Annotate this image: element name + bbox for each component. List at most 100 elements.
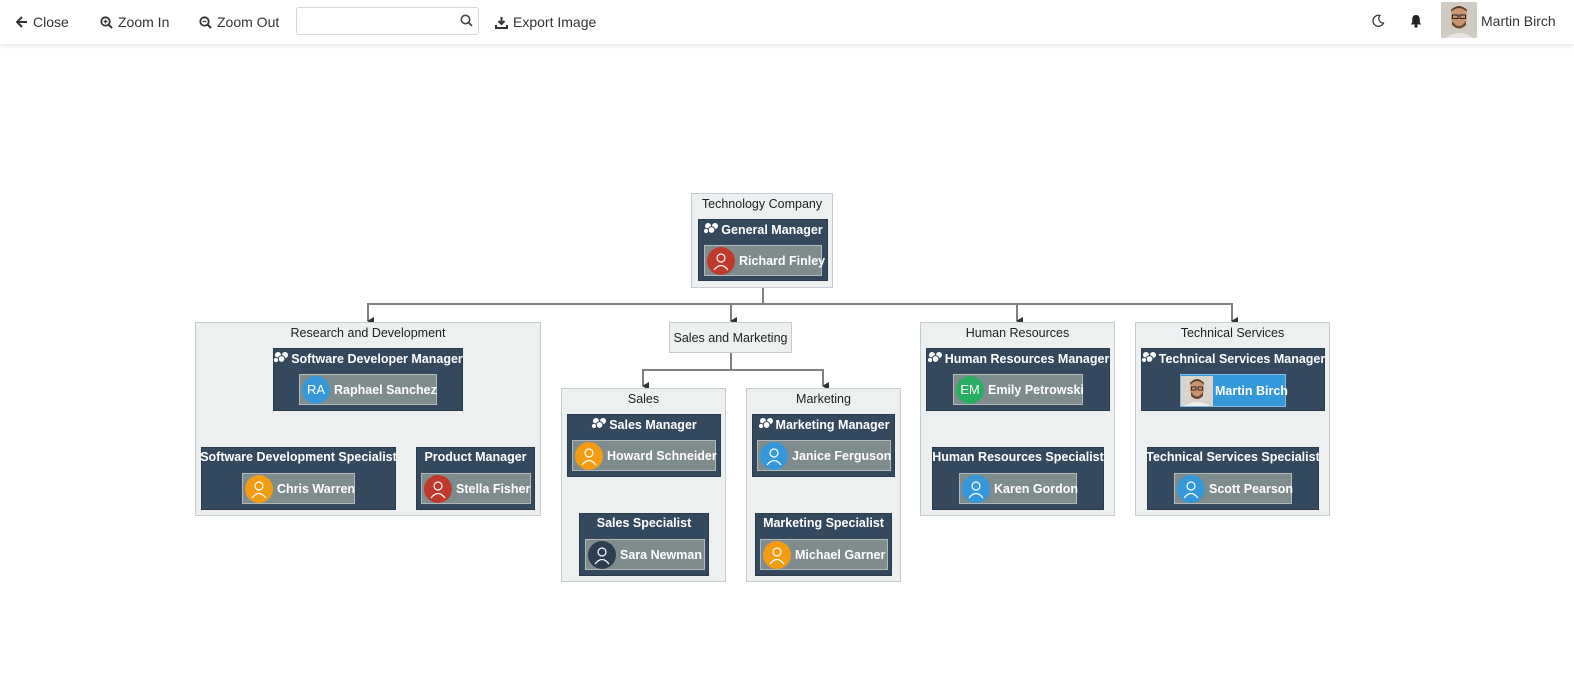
person-name: Scott Pearson xyxy=(1209,481,1294,496)
unit-title: Sales and Marketing xyxy=(673,330,788,345)
people-icon xyxy=(703,222,720,238)
close-label: Close xyxy=(33,14,69,30)
person-name: Stella Fisher xyxy=(456,481,531,496)
unit-marketing[interactable]: Marketing Marketing Manager Janice Fergu… xyxy=(746,388,901,582)
person-chris-warren[interactable]: Chris Warren xyxy=(242,473,355,504)
unit-title: Human Resources xyxy=(965,326,1070,340)
person-name: Janice Ferguson xyxy=(792,448,892,463)
person-scott-pearson[interactable]: Scott Pearson xyxy=(1174,473,1294,504)
role-label: Human Resources Specialist xyxy=(932,450,1104,464)
role-label: Technical Services Specialist xyxy=(1146,450,1320,464)
person-howard-schneider[interactable]: Howard Schneider xyxy=(572,440,717,471)
unit-title: Sales xyxy=(627,392,660,406)
role-label: Software Developer Manager xyxy=(291,352,463,366)
role-label: Human Resources Manager xyxy=(944,352,1110,366)
people-icon xyxy=(757,417,775,433)
person-name: Raphael Sanchez xyxy=(334,382,437,397)
role-label: General Manager xyxy=(721,223,823,237)
search-icon[interactable] xyxy=(460,14,473,32)
role-technical-services-specialist[interactable]: Technical Services Specialist Scott Pear… xyxy=(1146,447,1320,510)
people-icon xyxy=(926,351,944,367)
person-icon xyxy=(760,441,788,470)
initials-avatar: RA xyxy=(302,375,330,404)
person-sara-newman[interactable]: Sara Newman xyxy=(585,539,705,570)
unit-title: Marketing xyxy=(796,392,851,406)
person-name: Karen Gordon xyxy=(994,481,1079,496)
role-label: Technical Services Manager xyxy=(1158,352,1326,366)
people-icon xyxy=(273,351,290,367)
zoom-out-icon xyxy=(199,15,212,29)
person-richard-finley[interactable]: Richard Finley xyxy=(704,245,826,276)
unit-technical-services[interactable]: Technical Services Technical Services Ma… xyxy=(1135,322,1330,516)
unit-title: Technology Company xyxy=(701,197,823,211)
person-name: Martin Birch xyxy=(1215,383,1288,398)
role-technical-services-manager[interactable]: Technical Services Manager Martin Birch xyxy=(1140,348,1326,411)
person-janice-ferguson[interactable]: Janice Ferguson xyxy=(757,440,891,471)
org-chart-canvas[interactable]: Technology Company General Manager Richa… xyxy=(0,44,1574,682)
unit-human-resources[interactable]: Human Resources Human Resources Manager … xyxy=(920,322,1115,516)
user-photo-avatar xyxy=(1181,375,1213,406)
zoom-in-label: Zoom In xyxy=(118,14,170,30)
person-martin-birch[interactable]: Martin Birch xyxy=(1180,374,1288,407)
person-michael-garner[interactable]: Michael Garner xyxy=(760,539,888,570)
person-name: Sara Newman xyxy=(620,547,702,562)
role-label: Marketing Specialist xyxy=(763,516,884,530)
unit-sales-and-marketing[interactable]: Sales and Marketing xyxy=(669,322,792,353)
unit-sales[interactable]: Sales Sales Manager Howard Schneider Sal… xyxy=(561,388,726,582)
initials-avatar: EM xyxy=(956,375,984,404)
role-sales-specialist[interactable]: Sales Specialist Sara Newman xyxy=(579,513,709,576)
arrow-left-icon xyxy=(16,16,28,28)
role-label: Sales Manager xyxy=(609,418,697,432)
search-input[interactable] xyxy=(303,9,457,35)
person-name: Michael Garner xyxy=(795,547,886,562)
person-name: Howard Schneider xyxy=(607,448,717,463)
unit-title: Technical Services xyxy=(1180,326,1285,340)
role-general-manager[interactable]: General Manager Richard Finley xyxy=(698,219,828,281)
close-button[interactable]: Close xyxy=(16,0,69,44)
unit-title: Research and Development xyxy=(290,326,446,340)
people-icon xyxy=(591,417,608,433)
zoom-in-icon xyxy=(100,15,113,29)
person-karen-gordon[interactable]: Karen Gordon xyxy=(959,473,1079,504)
zoom-out-label: Zoom Out xyxy=(217,14,280,30)
user-name[interactable]: Martin Birch xyxy=(1481,13,1556,29)
role-marketing-specialist[interactable]: Marketing Specialist Michael Garner xyxy=(755,513,892,576)
moon-icon[interactable] xyxy=(1371,14,1385,33)
role-human-resources-specialist[interactable]: Human Resources Specialist Karen Gordon xyxy=(932,447,1104,510)
role-marketing-manager[interactable]: Marketing Manager Janice Ferguson xyxy=(752,414,895,477)
user-avatar[interactable] xyxy=(1441,2,1477,38)
role-sales-manager[interactable]: Sales Manager Howard Schneider xyxy=(567,414,721,477)
person-icon xyxy=(962,474,990,503)
role-software-developer-manager[interactable]: Software Developer Manager RA Raphael Sa… xyxy=(273,348,463,411)
role-product-manager[interactable]: Product Manager Stella Fisher xyxy=(416,447,535,510)
bell-icon[interactable] xyxy=(1409,14,1423,33)
person-emily-petrowski[interactable]: EM Emily Petrowski xyxy=(953,374,1084,405)
person-icon xyxy=(575,441,603,470)
unit-technology-company[interactable]: Technology Company General Manager Richa… xyxy=(691,193,833,288)
role-label: Marketing Manager xyxy=(775,418,890,432)
person-name: Chris Warren xyxy=(277,481,356,496)
person-icon xyxy=(424,474,452,503)
role-label: Sales Specialist xyxy=(596,516,692,530)
person-stella-fisher[interactable]: Stella Fisher xyxy=(421,473,531,504)
export-image-label: Export Image xyxy=(513,14,597,30)
person-icon xyxy=(245,474,273,503)
zoom-in-button[interactable]: Zoom In xyxy=(100,0,169,44)
role-label: Software Development Specialist xyxy=(200,450,397,464)
person-icon xyxy=(1177,474,1205,503)
zoom-out-button[interactable]: Zoom Out xyxy=(199,0,279,44)
person-name: Richard Finley xyxy=(739,253,826,268)
download-icon xyxy=(495,16,508,29)
role-human-resources-manager[interactable]: Human Resources Manager EM Emily Petrows… xyxy=(926,348,1110,411)
person-name: Emily Petrowski xyxy=(988,382,1084,397)
person-icon xyxy=(763,540,791,569)
toolbar: Close Zoom In Zoom Out Export Image Mart… xyxy=(0,0,1574,44)
person-icon xyxy=(707,246,735,275)
unit-research-and-development[interactable]: Research and Development Software Develo… xyxy=(195,322,541,516)
export-image-button[interactable]: Export Image xyxy=(495,0,596,44)
role-software-development-specialist[interactable]: Software Development Specialist Chris Wa… xyxy=(200,447,397,510)
person-icon xyxy=(588,540,616,569)
role-label: Product Manager xyxy=(424,450,527,464)
search-box xyxy=(296,7,479,35)
person-raphael-sanchez[interactable]: RA Raphael Sanchez xyxy=(299,374,437,405)
